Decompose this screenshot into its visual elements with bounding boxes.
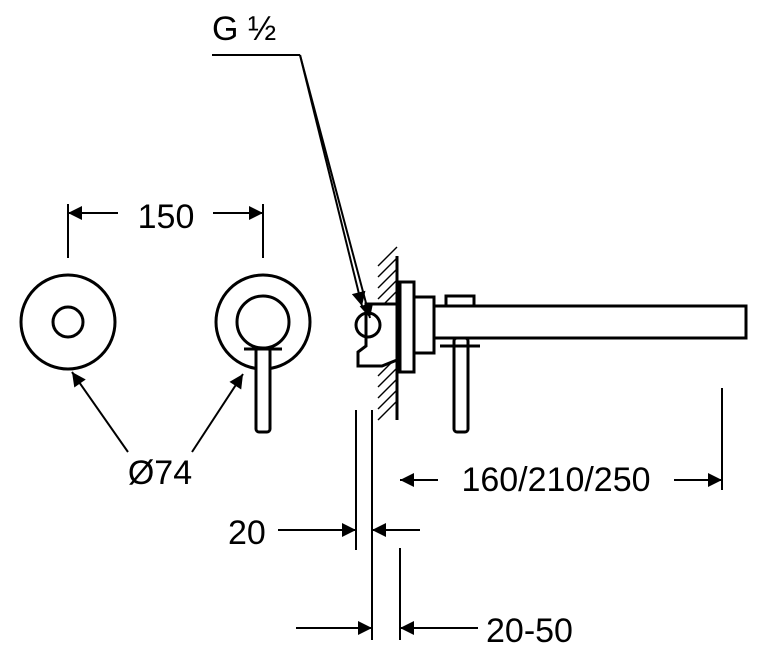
hatch-line [377,400,398,421]
hatch-line [377,246,398,267]
hatch-line [377,268,398,289]
hatch-line [377,257,398,278]
offset-range-label: 20-50 [486,612,573,650]
hatch-line [377,367,398,388]
lever-handle [254,346,272,434]
hatch-line [377,389,398,410]
diameter-leader-right [191,373,244,453]
right-rosette [214,273,312,434]
hatch-line [377,378,398,399]
thread-leader-b [299,54,366,307]
left-rosette [19,273,117,371]
spacing-dimension: 150 [67,198,264,258]
thread-callout: G ½ [212,10,374,319]
spout-length-dimension: 160/210/250 [400,388,723,499]
valve-body-outline [356,302,399,368]
spout-collar [412,295,436,355]
valve-body [354,302,399,368]
left-rosette-inner [51,305,85,339]
offset-20-label: 20 [228,514,266,552]
spout-length-label: 160/210/250 [461,461,650,499]
right-rosette-knob [235,294,291,350]
spacing-label: 150 [138,198,195,236]
left-rosette-outer [19,273,117,371]
side-lever-handle [452,336,470,434]
spout [432,304,748,340]
diameter-dimension: Ø74 [71,371,244,492]
cover-plate [398,280,416,374]
diameter-leader-left [71,371,129,453]
thread-label: G ½ [212,10,276,48]
diameter-label: Ø74 [128,454,192,492]
hatch-line [377,279,398,300]
wall-offset-dimensions: 20 20-50 [228,410,573,650]
spout-assembly [398,280,748,434]
